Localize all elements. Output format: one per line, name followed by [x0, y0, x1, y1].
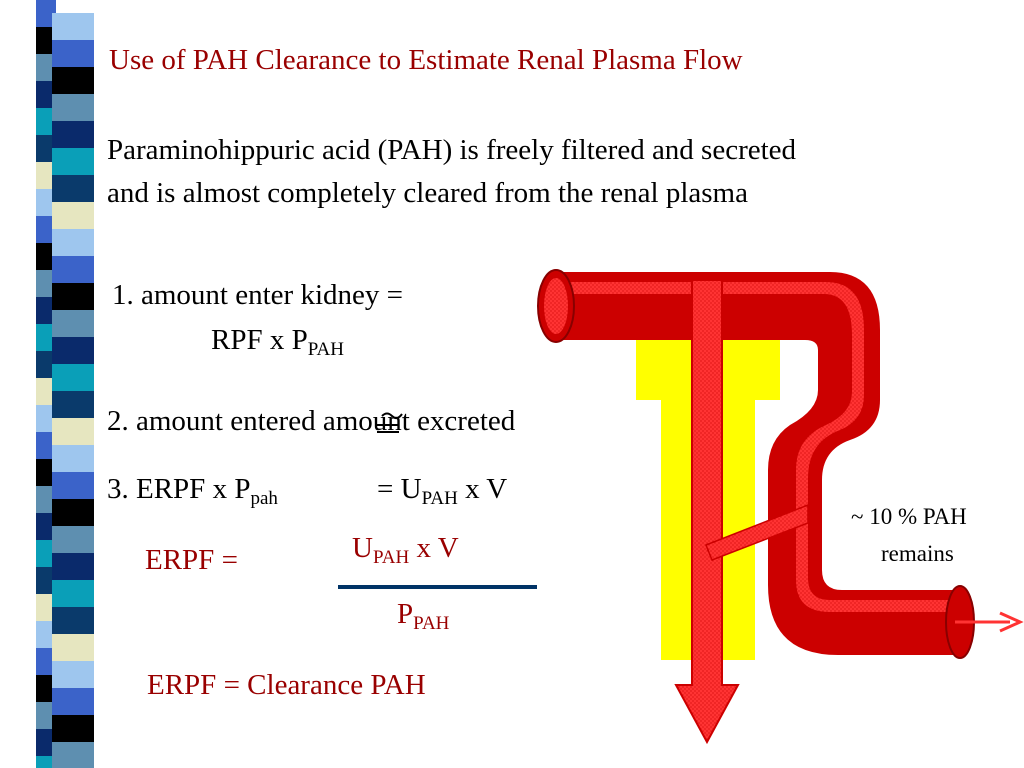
step-3-left: 3. ERPF x Ppah — [107, 473, 278, 509]
stripe-block — [36, 378, 56, 405]
stripe-block — [36, 243, 56, 270]
stripe-block — [52, 580, 94, 607]
stripe-block — [52, 661, 94, 688]
step-3-tail: x V — [457, 473, 508, 505]
vessel-outer — [558, 272, 966, 655]
stripe-block — [52, 13, 94, 40]
stripe-block — [36, 27, 56, 54]
stripe-block — [52, 472, 94, 499]
stripe-block — [36, 702, 56, 729]
secretion-branch — [705, 503, 809, 561]
stripe-block — [52, 742, 94, 768]
stripe-block — [36, 0, 56, 27]
excretion-arrow — [674, 279, 740, 745]
stripe-block — [52, 310, 94, 337]
stripe-block — [36, 594, 56, 621]
result-equation: ERPF = Clearance PAH — [147, 669, 426, 701]
outflow-arrowhead — [999, 611, 1024, 633]
stripe-block — [36, 405, 56, 432]
stripe-block — [52, 391, 94, 418]
step-3-erpf: 3. ERPF x P — [107, 473, 251, 505]
fraction-bar — [338, 585, 537, 589]
stripe-block — [52, 283, 94, 310]
stripe-block — [36, 81, 56, 108]
stripe-block — [52, 688, 94, 715]
stripe-block — [52, 445, 94, 472]
stripe-block — [52, 94, 94, 121]
denominator-p: P — [397, 598, 414, 630]
equation-lhs: ERPF = — [145, 544, 238, 576]
approximately-equal-icon — [377, 412, 403, 433]
stripe-block — [52, 553, 94, 580]
numerator-u: U — [352, 532, 373, 564]
stripe-block — [52, 364, 94, 391]
slide-title: Use of PAH Clearance to Estimate Renal P… — [109, 44, 743, 76]
step-1-line-1: 1. amount enter kidney = — [112, 279, 403, 311]
stripe-block — [52, 526, 94, 553]
step-1-rpf: RPF x P — [211, 324, 308, 356]
stripe-block — [36, 432, 56, 459]
stripe-block — [36, 108, 56, 135]
stripe-block — [52, 229, 94, 256]
step-3-right: = UPAH x V — [377, 473, 508, 509]
stripe-block — [52, 499, 94, 526]
stripe-block — [36, 135, 56, 162]
stripe-block — [36, 540, 56, 567]
numerator-tail: x V — [409, 532, 459, 564]
stripe-block — [36, 324, 56, 351]
stripe-block — [36, 189, 56, 216]
stripe-block — [52, 175, 94, 202]
stripe-block — [52, 634, 94, 661]
decorative-stripe — [0, 0, 115, 768]
step-2-right: amount excreted — [322, 405, 516, 437]
stripe-block — [52, 121, 94, 148]
intro-line-2: and is almost completely cleared from th… — [107, 177, 748, 209]
stripe-block — [36, 351, 56, 378]
stripe-block — [52, 607, 94, 634]
stripe-block — [52, 40, 94, 67]
stripe-block — [36, 459, 56, 486]
step-3-u-subscript: PAH — [421, 488, 458, 509]
stripe-block — [36, 621, 56, 648]
nephron-pah-diagram — [537, 269, 1024, 745]
vessel-dotted — [566, 282, 962, 612]
stripe-block — [52, 67, 94, 94]
stripe-block — [36, 756, 56, 768]
stripe-block — [36, 675, 56, 702]
step-2-left: 2. amount entered — [107, 405, 316, 437]
stripe-block — [52, 418, 94, 445]
stripe-block — [36, 297, 56, 324]
vessel-inlet-lumen — [544, 278, 568, 334]
remains-note-line-1: ~ 10 % PAH — [851, 504, 967, 529]
stripe-block — [52, 148, 94, 175]
intro-line-1: Paraminohippuric acid (PAH) is freely fi… — [107, 134, 797, 166]
step-3-u: = U — [377, 473, 422, 505]
stripe-block — [36, 729, 56, 756]
stripe-block — [36, 648, 56, 675]
step-1-subscript: PAH — [307, 339, 344, 360]
step-2: 2. amount entered amount excreted — [107, 405, 515, 438]
stripe-block — [36, 162, 56, 189]
stripe-block — [36, 567, 56, 594]
stripe-block — [52, 337, 94, 364]
denominator-subscript: PAH — [413, 613, 450, 634]
stripe-block — [36, 270, 56, 297]
stripe-block — [52, 715, 94, 742]
equation-denominator: PPAH — [397, 598, 450, 634]
step-3-subscript: pah — [250, 488, 278, 509]
remains-note-line-2: remains — [881, 541, 954, 566]
stripe-block — [52, 202, 94, 229]
step-1-line-2: RPF x PPAH — [211, 324, 344, 360]
equation-numerator: UPAH x V — [352, 532, 459, 568]
stripe-block — [36, 216, 56, 243]
stripe-block — [52, 256, 94, 283]
stripe-block — [36, 513, 56, 540]
stripe-block — [36, 54, 56, 81]
numerator-subscript: PAH — [372, 547, 410, 568]
stripe-block — [36, 486, 56, 513]
